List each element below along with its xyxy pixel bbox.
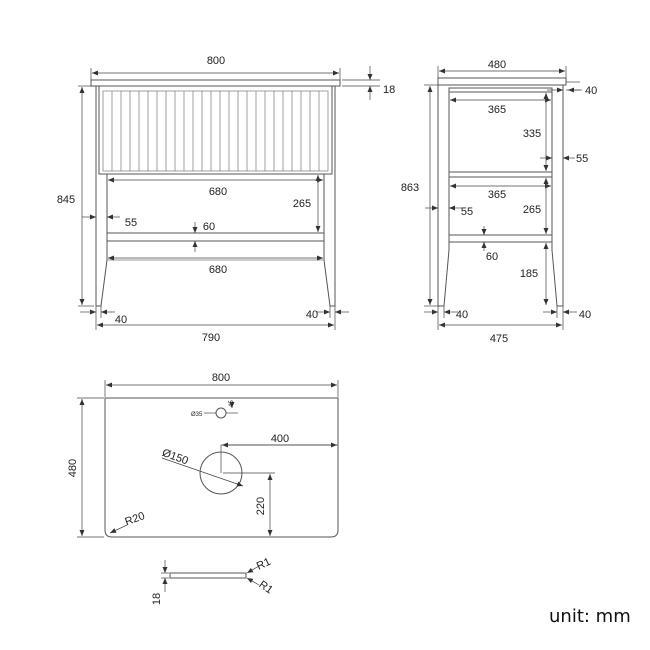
tap-offset-label: 45 — [229, 400, 235, 407]
front-worktop — [90, 79, 341, 87]
top-view-labels: 800 480 Ø35 45 400 Ø150 220 R20 — [67, 372, 289, 528]
side-middle-height-label: 265 — [523, 204, 541, 216]
front-drawer-depth-label: 265 — [293, 198, 311, 210]
top-view-dimensions — [77, 380, 339, 538]
side-upper-height-label: 335 — [523, 128, 541, 140]
side-upper-span-label: 365 — [488, 104, 506, 116]
edge-detail-labels: R1 R1 18 — [151, 556, 275, 605]
edge-thickness-label: 18 — [151, 593, 163, 605]
front-cabinet-body — [98, 85, 333, 175]
side-lower-rail — [448, 234, 553, 243]
edge-profile — [169, 572, 247, 579]
basin-hole-label: Ø150 — [160, 447, 189, 467]
countertop-outline — [104, 397, 339, 538]
top-width-label: 800 — [212, 372, 230, 384]
side-leg-right-label: 40 — [579, 309, 591, 321]
unit-label: unit: mm — [549, 606, 631, 627]
front-left-leg — [95, 86, 108, 307]
side-offset-label: 55 — [576, 153, 588, 165]
front-rail-height-label: 60 — [203, 221, 215, 233]
front-shelf-rail — [106, 232, 325, 242]
front-width-label: 800 — [207, 55, 225, 67]
front-leg-left-label: 40 — [115, 314, 127, 326]
side-shelf-offset-label: 55 — [461, 206, 473, 218]
side-lower-height-label: 185 — [520, 268, 538, 280]
edge-detail — [169, 572, 247, 579]
edge-radius-top-label: R1 — [255, 556, 273, 573]
corner-radius-label: R20 — [123, 510, 146, 528]
side-worktop — [437, 77, 567, 86]
front-leg-offset-label: 55 — [125, 217, 137, 229]
front-top-thickness-label: 18 — [383, 84, 395, 96]
top-depth-label: 480 — [67, 459, 79, 477]
side-upper-rail — [448, 87, 553, 93]
side-right-leg — [551, 85, 564, 307]
tap-hole-label: Ø35 — [191, 412, 203, 418]
side-height-label: 863 — [401, 182, 419, 194]
basin-offset-y-label: 220 — [255, 497, 267, 515]
side-middle-span-label: 365 — [488, 189, 506, 201]
side-base-depth-label: 475 — [490, 333, 508, 345]
tap-hole — [215, 407, 227, 419]
front-fluted-slats — [102, 90, 329, 172]
front-leg-right-label: 40 — [306, 309, 318, 321]
basin-offset-x-label: 400 — [271, 433, 289, 445]
side-middle-rail — [448, 171, 553, 178]
side-view-labels: 480 40 365 335 55 863 365 55 265 60 185 … — [401, 59, 597, 345]
side-depth-label: 480 — [488, 59, 506, 71]
side-leg-left-label: 40 — [456, 309, 468, 321]
front-view-dimensions — [78, 66, 380, 330]
front-base-width-label: 790 — [202, 332, 220, 344]
front-right-leg — [323, 86, 336, 307]
front-view-labels: 800 18 845 680 265 55 60 680 40 40 790 — [57, 55, 395, 344]
side-view-dimensions — [424, 66, 582, 330]
front-inner-width-top-label: 680 — [209, 186, 227, 198]
front-inner-width-bottom-label: 680 — [209, 264, 227, 276]
front-height-label: 845 — [57, 194, 75, 206]
side-left-leg — [437, 85, 450, 307]
side-top-overhang-label: 40 — [585, 85, 597, 97]
edge-radius-bottom-label: R1 — [257, 579, 275, 597]
side-shelf-rail-label: 60 — [486, 251, 498, 263]
edge-detail-dimensions — [161, 560, 260, 592]
